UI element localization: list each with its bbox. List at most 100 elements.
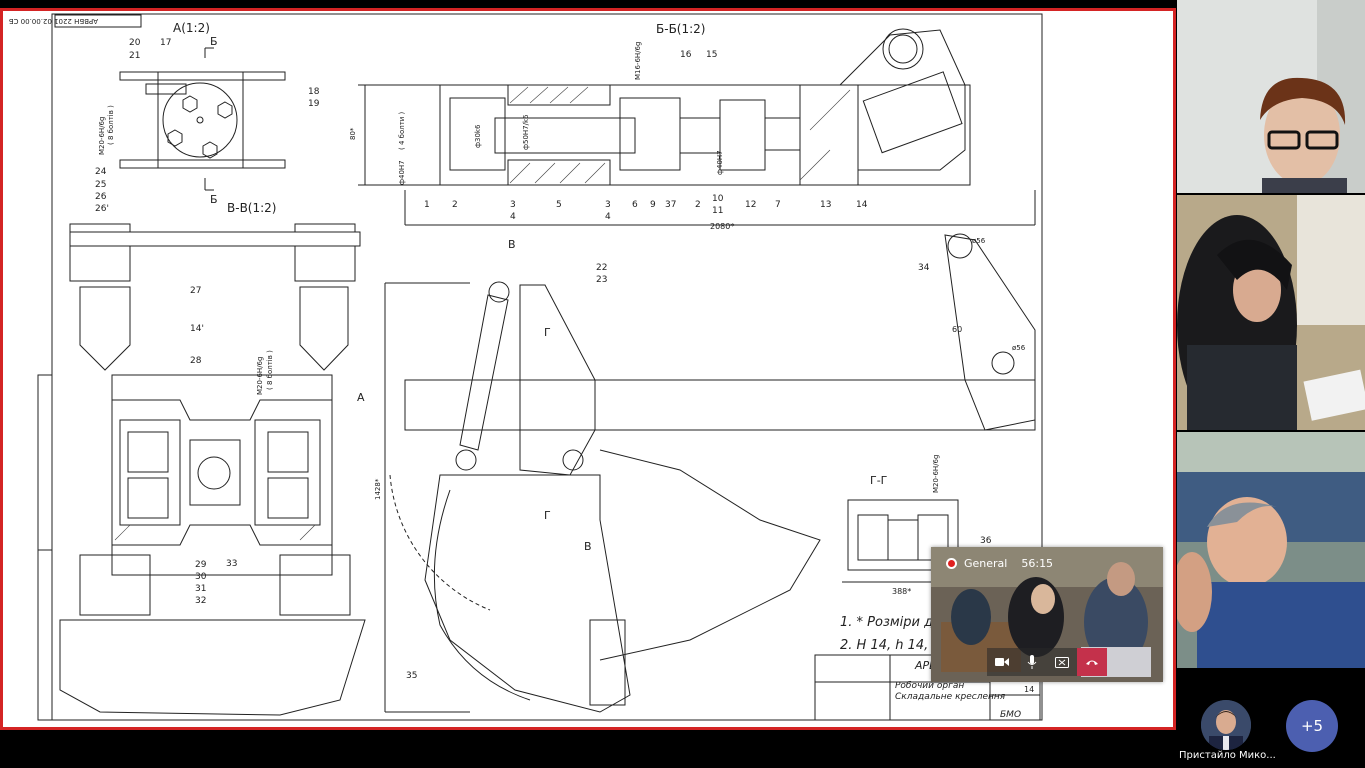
callout-10: 10 bbox=[712, 194, 724, 204]
section-gg-label: Г-Г bbox=[870, 474, 888, 487]
camera-icon bbox=[995, 658, 1009, 666]
share-screen-icon bbox=[1055, 656, 1069, 668]
callout-18: 18 bbox=[308, 87, 320, 97]
channel-name: General bbox=[964, 556, 1008, 570]
callout-34: 34 bbox=[918, 263, 930, 273]
participant-video-3 bbox=[1177, 432, 1365, 668]
participant-video-1 bbox=[1177, 0, 1365, 193]
callout-19: 19 bbox=[308, 99, 320, 109]
callout-25: 25 bbox=[95, 180, 106, 190]
callout-1: 1 bbox=[424, 200, 430, 210]
callout-6: 6 bbox=[632, 200, 638, 210]
recording-icon bbox=[946, 557, 957, 569]
callout-2b: 2 bbox=[695, 200, 701, 210]
callout-30: 30 bbox=[195, 572, 207, 582]
title-block-name: Робочий орган bbox=[895, 681, 964, 691]
bolts-8-a: ( 8 болтів ) bbox=[107, 105, 115, 145]
fit-m20-c: М20-6Н/6g bbox=[932, 455, 940, 493]
callout-33: 33 bbox=[226, 559, 237, 569]
participant-video-2 bbox=[1177, 195, 1365, 430]
dimension-phi56b: ø56 bbox=[1012, 344, 1026, 352]
section-bb-label: Б-Б(1:2) bbox=[656, 22, 705, 36]
callout-24: 24 bbox=[95, 167, 107, 177]
callout-7: 7 bbox=[775, 200, 781, 210]
callout-12: 12 bbox=[745, 200, 756, 210]
callout-4: 4 bbox=[510, 212, 516, 222]
participant-tile-1[interactable] bbox=[1177, 0, 1365, 193]
participant-tile-3[interactable] bbox=[1177, 432, 1365, 668]
share-screen-button[interactable] bbox=[1047, 648, 1077, 676]
fit-m16: М16-6Н/6g bbox=[634, 42, 642, 80]
title-block-subtitle: Складальне креслення bbox=[895, 692, 1006, 702]
callout-35: 35 bbox=[406, 671, 417, 681]
callout-32: 32 bbox=[195, 596, 206, 606]
call-monitor-window[interactable]: General 56:15 bbox=[931, 547, 1163, 682]
fit-phi40: ф40Н7 bbox=[398, 160, 406, 185]
cut-v-top: В bbox=[508, 238, 516, 251]
fit-m20-b: М20-6Н/6g bbox=[256, 357, 264, 395]
callout-21: 21 bbox=[129, 51, 140, 61]
cut-g-bottom: Г bbox=[544, 509, 551, 522]
callout-28: 28 bbox=[190, 356, 202, 366]
callout-15: 15 bbox=[706, 50, 717, 60]
callout-13: 13 bbox=[820, 200, 831, 210]
callout-11: 11 bbox=[712, 206, 723, 216]
callout-14: 14 bbox=[856, 200, 868, 210]
note-1: 1. * Розміри для bbox=[840, 615, 949, 630]
dimension-60: 60 bbox=[952, 325, 962, 334]
view-a-label: А(1:2) bbox=[173, 21, 210, 35]
hang-up-button[interactable] bbox=[1077, 648, 1107, 676]
cut-a: А bbox=[357, 391, 365, 404]
more-participants-button[interactable]: +5 bbox=[1286, 700, 1338, 752]
callout-26: 26 bbox=[95, 192, 107, 202]
call-video bbox=[931, 547, 1163, 682]
cut-g-top: Г bbox=[544, 326, 551, 339]
dimension-phi56: ø56 bbox=[972, 237, 986, 245]
note-2: 2. Н 14, h 14, ± bbox=[840, 638, 943, 653]
microphone-button[interactable] bbox=[1017, 648, 1047, 676]
callout-31: 31 bbox=[195, 584, 206, 594]
call-duration: 56:15 bbox=[1021, 556, 1054, 570]
fit-phi40b: ф40Н7 bbox=[716, 150, 724, 175]
callout-23: 23 bbox=[596, 275, 607, 285]
callout-3: 3 bbox=[510, 200, 516, 210]
callout-2: 2 bbox=[452, 200, 458, 210]
callout-22: 22 bbox=[596, 263, 607, 273]
callout-29: 29 bbox=[195, 560, 207, 570]
section-vv-label: В-В(1:2) bbox=[227, 201, 276, 215]
participant-avatar[interactable] bbox=[1201, 700, 1251, 750]
bolts-8-b: ( 8 болтів ) bbox=[266, 350, 274, 390]
callout-17: 17 bbox=[160, 38, 171, 48]
dimension-2080: 2080* bbox=[710, 222, 734, 231]
microphone-icon bbox=[1027, 655, 1037, 669]
callout-9: 9 bbox=[650, 200, 656, 210]
engineering-drawing: АРВБН 2201 02.00.00 СБ А(1:2) Б-Б(1:2) В… bbox=[9, 13, 1043, 721]
dimension-1428: 1428* bbox=[374, 478, 382, 500]
title-block-org: БМО bbox=[1000, 710, 1021, 720]
callout-14-prime: 14' bbox=[190, 324, 204, 334]
callout-20: 20 bbox=[129, 38, 141, 48]
callout-36: 36 bbox=[980, 536, 992, 546]
camera-button[interactable] bbox=[987, 648, 1017, 676]
call-controls bbox=[987, 648, 1107, 676]
shared-screen: АРВБН 2201 02.00.00 СБ А(1:2) Б-Б(1:2) В… bbox=[0, 8, 1176, 730]
callout-26-prime: 26' bbox=[95, 204, 109, 214]
callout-37: 37 bbox=[665, 200, 676, 210]
dimension-80: 80* bbox=[349, 127, 357, 140]
participant-panel: Пристайло Мико... +5 bbox=[1177, 0, 1365, 768]
callout-3b: 3 bbox=[605, 200, 611, 210]
fit-phi30: ф30k6 bbox=[474, 124, 482, 148]
dimension-388: 388* bbox=[892, 587, 911, 596]
fit-m20-a: М20-6Н/6g bbox=[98, 117, 106, 155]
hang-up-icon bbox=[1086, 660, 1098, 665]
callout-4b: 4 bbox=[605, 212, 611, 222]
callout-16: 16 bbox=[680, 50, 692, 60]
participant-name: Пристайло Мико... bbox=[1179, 750, 1276, 761]
participant-tile-2[interactable] bbox=[1177, 195, 1365, 430]
title-block-sheet: 14 bbox=[1024, 685, 1034, 694]
bolts-4: ( 4 болти ) bbox=[398, 111, 406, 150]
cut-b-top: Б bbox=[210, 35, 218, 48]
callout-5: 5 bbox=[556, 200, 562, 210]
stamp-code: АРВБН 2201 02.00.00 СБ bbox=[9, 17, 98, 25]
callout-27: 27 bbox=[190, 286, 201, 296]
